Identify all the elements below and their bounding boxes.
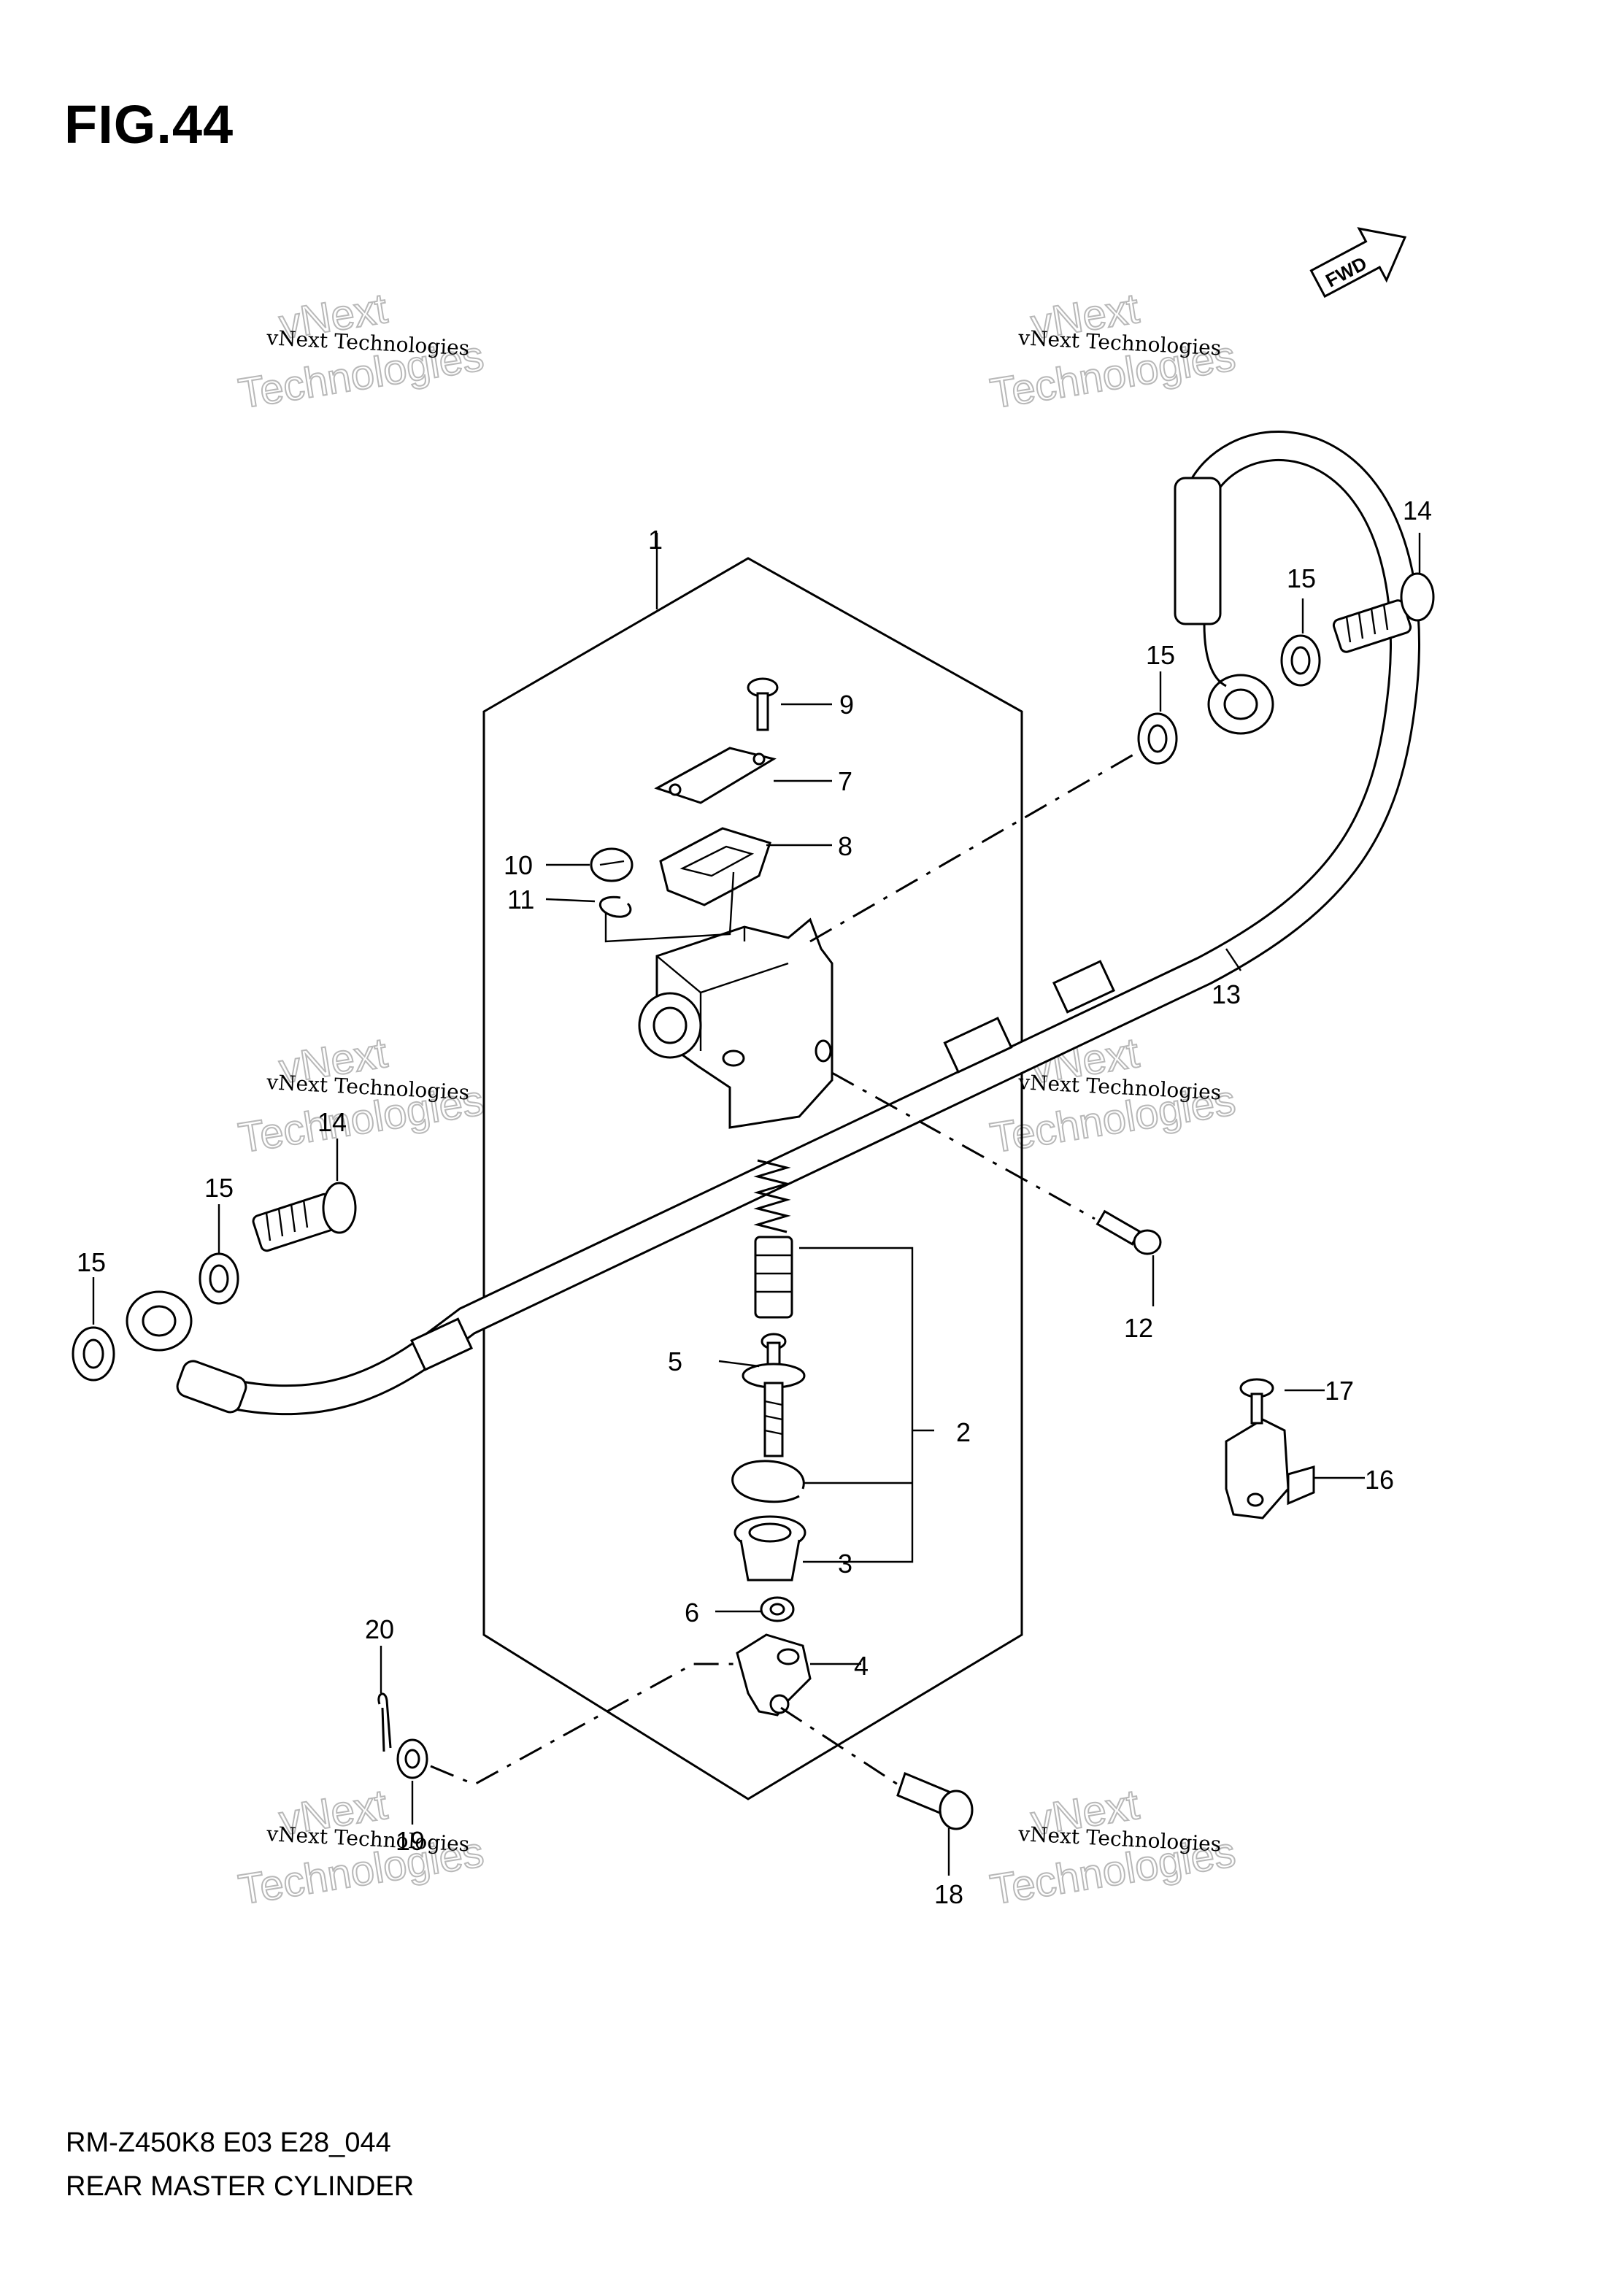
callout-15-right-inner: 15	[1287, 563, 1316, 593]
callout-2: 2	[956, 1417, 971, 1447]
hose-clamp	[1225, 1418, 1315, 1519]
sight-glass	[590, 847, 634, 882]
callout-13: 13	[1212, 979, 1241, 1009]
return-spring	[753, 1159, 791, 1233]
watermark-mid-left: vNext Technologies vNext Technologies	[234, 1028, 488, 1163]
watermark-bottom-right: vNext Technologies vNext Technologies	[986, 1780, 1239, 1914]
banjo-bolt-left	[252, 1182, 357, 1252]
callout-20: 20	[365, 1614, 394, 1644]
watermark-bottom-left: vNext Technologies vNext Technologies	[234, 1780, 488, 1914]
clamp-screw	[1239, 1378, 1274, 1425]
callout-14-left: 14	[317, 1107, 347, 1137]
callout-14-right: 14	[1403, 496, 1432, 525]
callout-15-right-outer: 15	[1146, 640, 1175, 670]
push-rod	[742, 1333, 806, 1457]
callout-4: 4	[854, 1651, 869, 1681]
callout-12: 12	[1124, 1313, 1153, 1343]
reservoir-cap	[654, 747, 777, 804]
pin-washer	[396, 1738, 428, 1779]
reservoir-screw	[747, 677, 779, 731]
callout-1: 1	[648, 525, 663, 555]
washer-right-inner	[1280, 634, 1321, 687]
watermark-mid-right: vNext Technologies vNext Technologies	[986, 1028, 1239, 1163]
callout-15-left-outer: 15	[77, 1247, 106, 1277]
assembly-outline	[482, 557, 1023, 1800]
leader-lines	[92, 533, 1421, 1876]
callout-labels: 1 2 3 4 5 6 7 8 9 10 11 12 13 14 14 15 1…	[77, 496, 1432, 1909]
large-circlip	[731, 1460, 805, 1503]
dust-boot	[734, 1515, 806, 1582]
callout-10: 10	[504, 850, 533, 880]
bleeder-screw	[1096, 1209, 1162, 1255]
figure-title: FIG.44	[64, 94, 234, 155]
callout-9: 9	[839, 690, 854, 720]
brake-hose	[126, 430, 1420, 1416]
callout-3: 3	[838, 1549, 852, 1579]
diaphragm-plate	[659, 827, 771, 906]
watermark-top-right: vNext Technologies vNext Technologies	[986, 284, 1239, 418]
callout-5: 5	[668, 1347, 682, 1376]
callout-17: 17	[1325, 1376, 1354, 1406]
clevis-joint	[736, 1633, 812, 1717]
small-circlip	[599, 895, 632, 918]
cotter-pin	[377, 1692, 392, 1752]
watermark-top-left: vNext Technologies vNext Technologies	[234, 284, 488, 418]
washer-left-inner	[199, 1252, 239, 1305]
callout-6: 6	[685, 1598, 699, 1627]
lock-nut	[760, 1596, 795, 1622]
callout-8: 8	[838, 831, 852, 861]
callout-18: 18	[934, 1879, 963, 1909]
master-cylinder-body	[638, 917, 833, 1129]
callout-16: 16	[1365, 1465, 1394, 1495]
washer-right-outer	[1137, 712, 1178, 765]
model-code: RM-Z450K8 E03 E28_044	[66, 2127, 391, 2158]
banjo-bolt-right	[1332, 572, 1435, 653]
callout-11: 11	[507, 885, 534, 914]
assembly-dash-lines	[430, 750, 1139, 1786]
clevis-pin	[896, 1771, 974, 1830]
callout-19: 19	[396, 1826, 425, 1856]
washer-left-outer	[72, 1326, 115, 1382]
assembly-name: REAR MASTER CYLINDER	[66, 2171, 415, 2202]
piston-assembly	[754, 1236, 793, 1319]
callout-7: 7	[838, 766, 852, 796]
fwd-arrow-icon: FWD	[1309, 227, 1407, 298]
callout-15-left-inner: 15	[204, 1173, 234, 1203]
